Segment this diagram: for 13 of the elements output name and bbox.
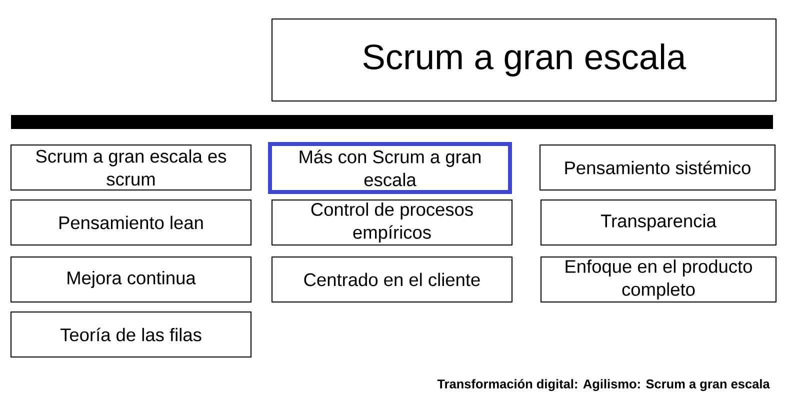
topic-box: Más con Scrum a gran escala (268, 142, 512, 194)
topic-box: Teoría de las filas (10, 312, 252, 358)
topic-box: Enfoque en el producto completo (540, 256, 776, 302)
title-box: Scrum a gran escala (272, 18, 776, 102)
topic-box: Pensamiento sistémico (540, 144, 776, 190)
topic-box: Control de procesos empíricos (272, 200, 512, 246)
divider-bar (11, 115, 773, 129)
topic-box: Pensamiento lean (10, 200, 252, 246)
topic-box: Transparencia (540, 200, 776, 246)
topic-box: Centrado en el cliente (272, 256, 512, 302)
caption: Transformación digital: Agilismo: Scrum a gran escala (437, 378, 770, 392)
topic-box: Mejora continua (10, 256, 252, 302)
topic-box: Scrum a gran escala es scrum (10, 144, 252, 190)
